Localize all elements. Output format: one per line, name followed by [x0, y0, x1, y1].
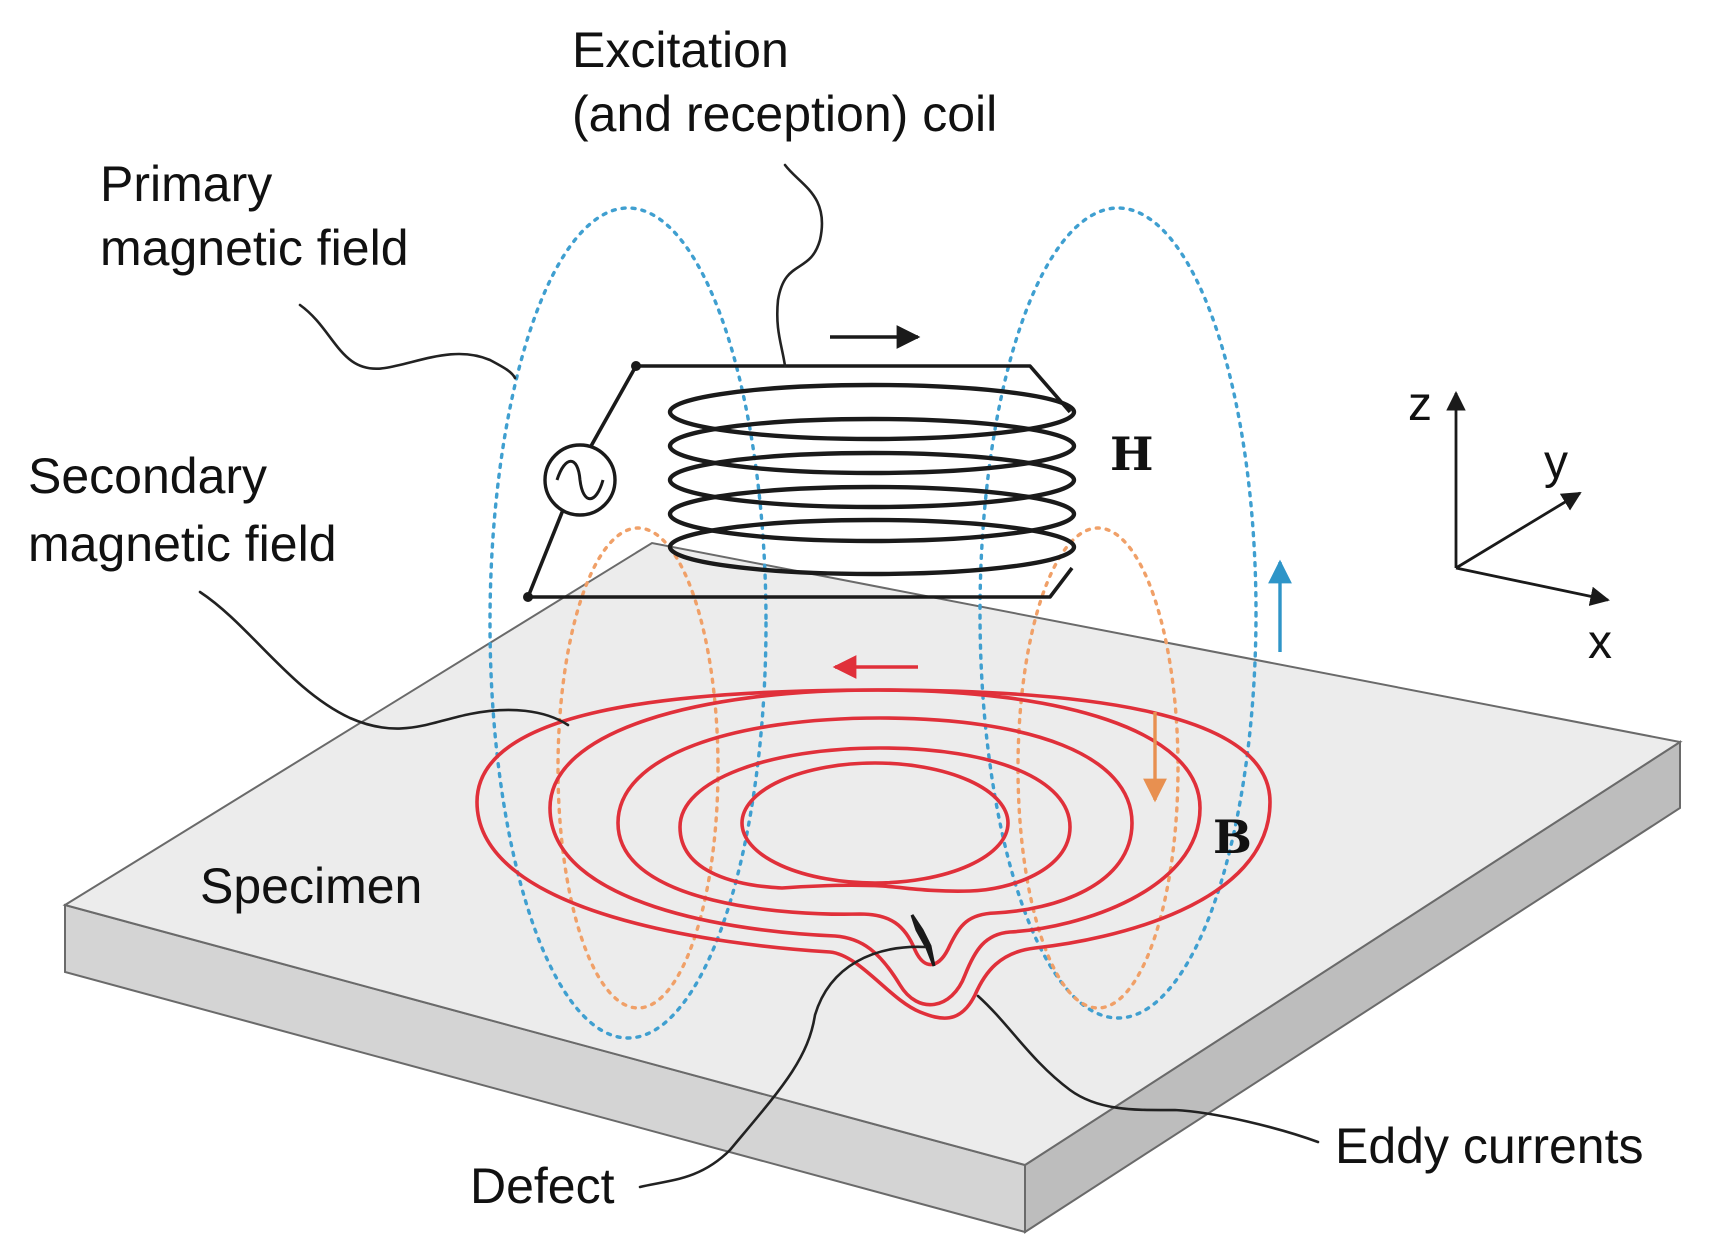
defect-crack	[910, 914, 936, 967]
source-wire-top	[584, 365, 638, 456]
label-primary-line2: magnetic field	[100, 220, 409, 276]
eddy-loop-1	[740, 761, 1010, 885]
label-secondary-line2: magnetic field	[28, 516, 337, 572]
x-axis-label: x	[1588, 616, 1612, 669]
eddy-current-loops	[475, 688, 1272, 1020]
secondary-field-loop-left	[556, 526, 720, 1010]
coordinate-axes: z y x	[1408, 378, 1612, 669]
leader-lines	[198, 163, 1320, 1189]
primary-field-lines	[488, 206, 1258, 1040]
leader-secondary	[198, 590, 570, 730]
leader-defect	[638, 945, 927, 1189]
label-excitation-line1: Excitation	[572, 22, 789, 78]
primary-field-loop-right	[978, 206, 1258, 1020]
eddy-loop-5	[475, 688, 1272, 1020]
sine-wave-icon	[555, 459, 605, 501]
label-eddy-currents: Eddy currents	[1335, 1118, 1643, 1174]
specimen-top-face	[62, 541, 1683, 1167]
eddy-loop-3	[616, 716, 1134, 967]
specimen-plate	[62, 541, 1683, 1234]
source-wire-bottom	[526, 504, 567, 598]
symbol-b: B	[1213, 810, 1252, 864]
label-primary-line1: Primary	[100, 156, 272, 212]
label-specimen: Specimen	[200, 858, 422, 914]
eddy-loop-2	[678, 746, 1072, 893]
coil-lead-top	[636, 364, 1072, 414]
y-axis-label: y	[1544, 436, 1568, 489]
leader-excitation	[776, 163, 824, 368]
y-axis	[1455, 491, 1582, 570]
label-secondary-line1: Secondary	[28, 448, 267, 504]
label-defect: Defect	[470, 1158, 615, 1214]
direction-arrows	[830, 325, 1292, 803]
symbol-h: H	[1110, 427, 1153, 481]
x-axis	[1455, 566, 1610, 606]
text-labels: Excitation (and reception) coil Primary …	[28, 22, 1643, 1214]
z-axis-label: z	[1408, 378, 1432, 431]
primary-field-loop-left	[488, 206, 768, 1040]
leader-primary	[298, 303, 517, 380]
leader-eddy	[976, 994, 1320, 1144]
excitation-coil	[523, 361, 1077, 602]
coil-lead-bottom	[528, 566, 1074, 599]
label-excitation-line2: (and reception) coil	[572, 86, 997, 142]
